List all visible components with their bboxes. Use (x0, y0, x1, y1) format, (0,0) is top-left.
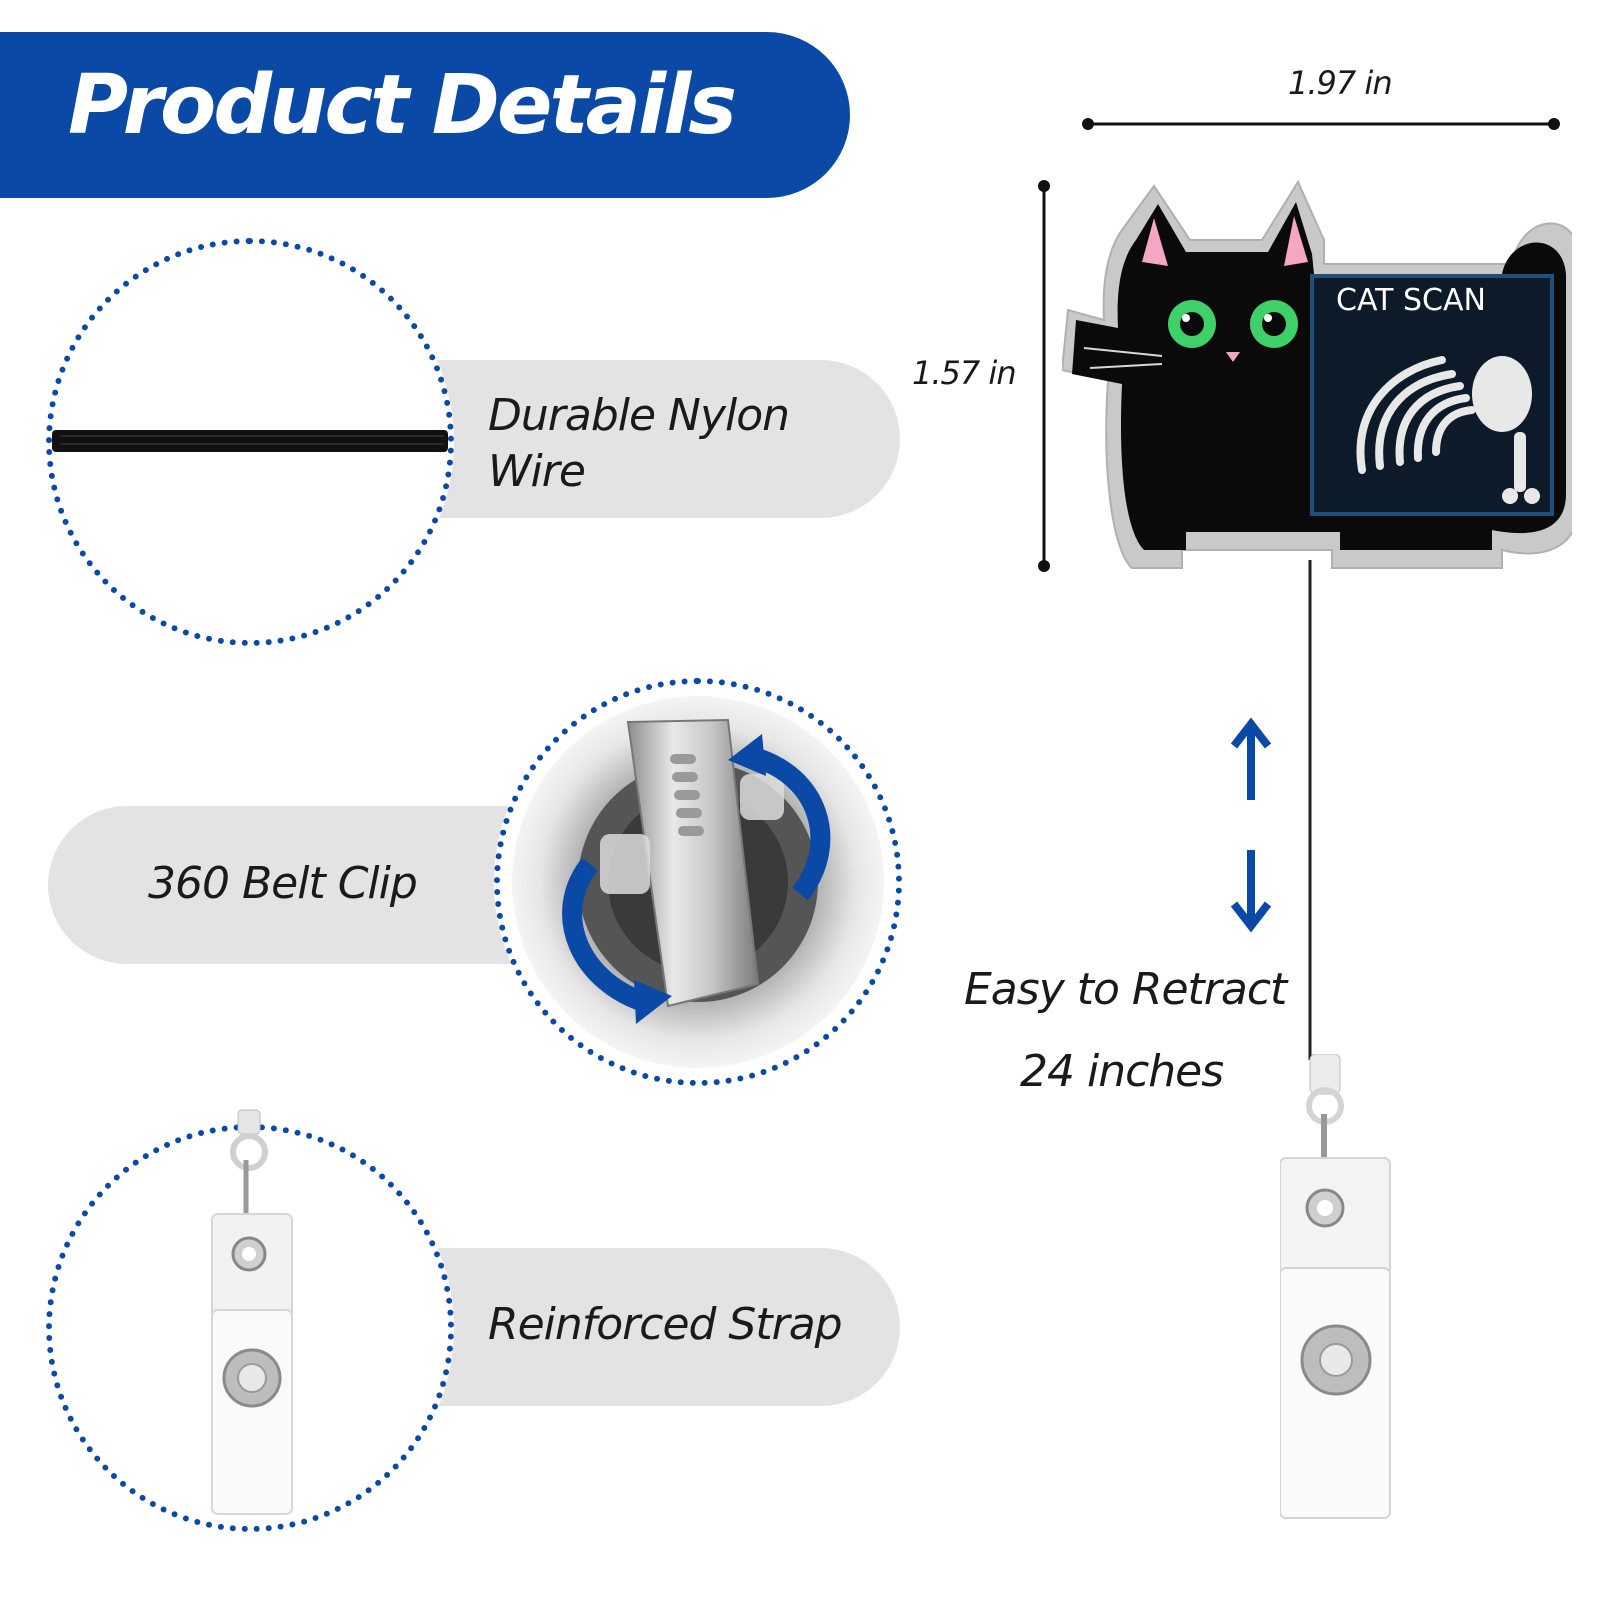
belt-clip-circle (494, 678, 902, 1086)
strap-circle (46, 1109, 454, 1532)
nylon-wire-icon (52, 430, 448, 452)
page-title: Product Details (68, 58, 737, 153)
width-dimension-line (1082, 118, 1560, 130)
arrow-up-icon (1230, 717, 1272, 800)
feature-pill-belt-clip (48, 806, 568, 964)
belt-clip-icon (512, 696, 884, 1068)
nylon-wire-line2: Wire (488, 446, 586, 497)
header-banner (0, 32, 850, 198)
badge-strap-clip-image (1280, 1054, 1391, 1519)
cat-scan-badge-image: CAT SCAN (1062, 179, 1572, 569)
height-dimension-line (1038, 180, 1050, 572)
feature-label-belt-clip: 360 Belt Clip (148, 858, 418, 909)
feature-label-strap: Reinforced Strap (488, 1299, 843, 1350)
retract-length-label: 24 inches (1020, 1046, 1224, 1097)
nylon-wire-circle (46, 238, 454, 646)
feature-pill-strap (380, 1248, 900, 1406)
width-label: 1.97 in (1288, 64, 1393, 102)
feature-label-nylon-wire: Durable Nylon Wire (488, 388, 790, 500)
feature-pill-nylon-wire (380, 360, 900, 518)
nylon-wire-line1: Durable Nylon (488, 390, 790, 441)
strap-icon (211, 1109, 293, 1515)
retract-cord (1308, 560, 1312, 1060)
retract-label: Easy to Retract (964, 964, 1287, 1015)
cat-scan-print-text: CAT SCAN (1336, 283, 1486, 318)
height-label: 1.57 in (912, 354, 1017, 392)
arrow-down-icon (1230, 850, 1272, 933)
